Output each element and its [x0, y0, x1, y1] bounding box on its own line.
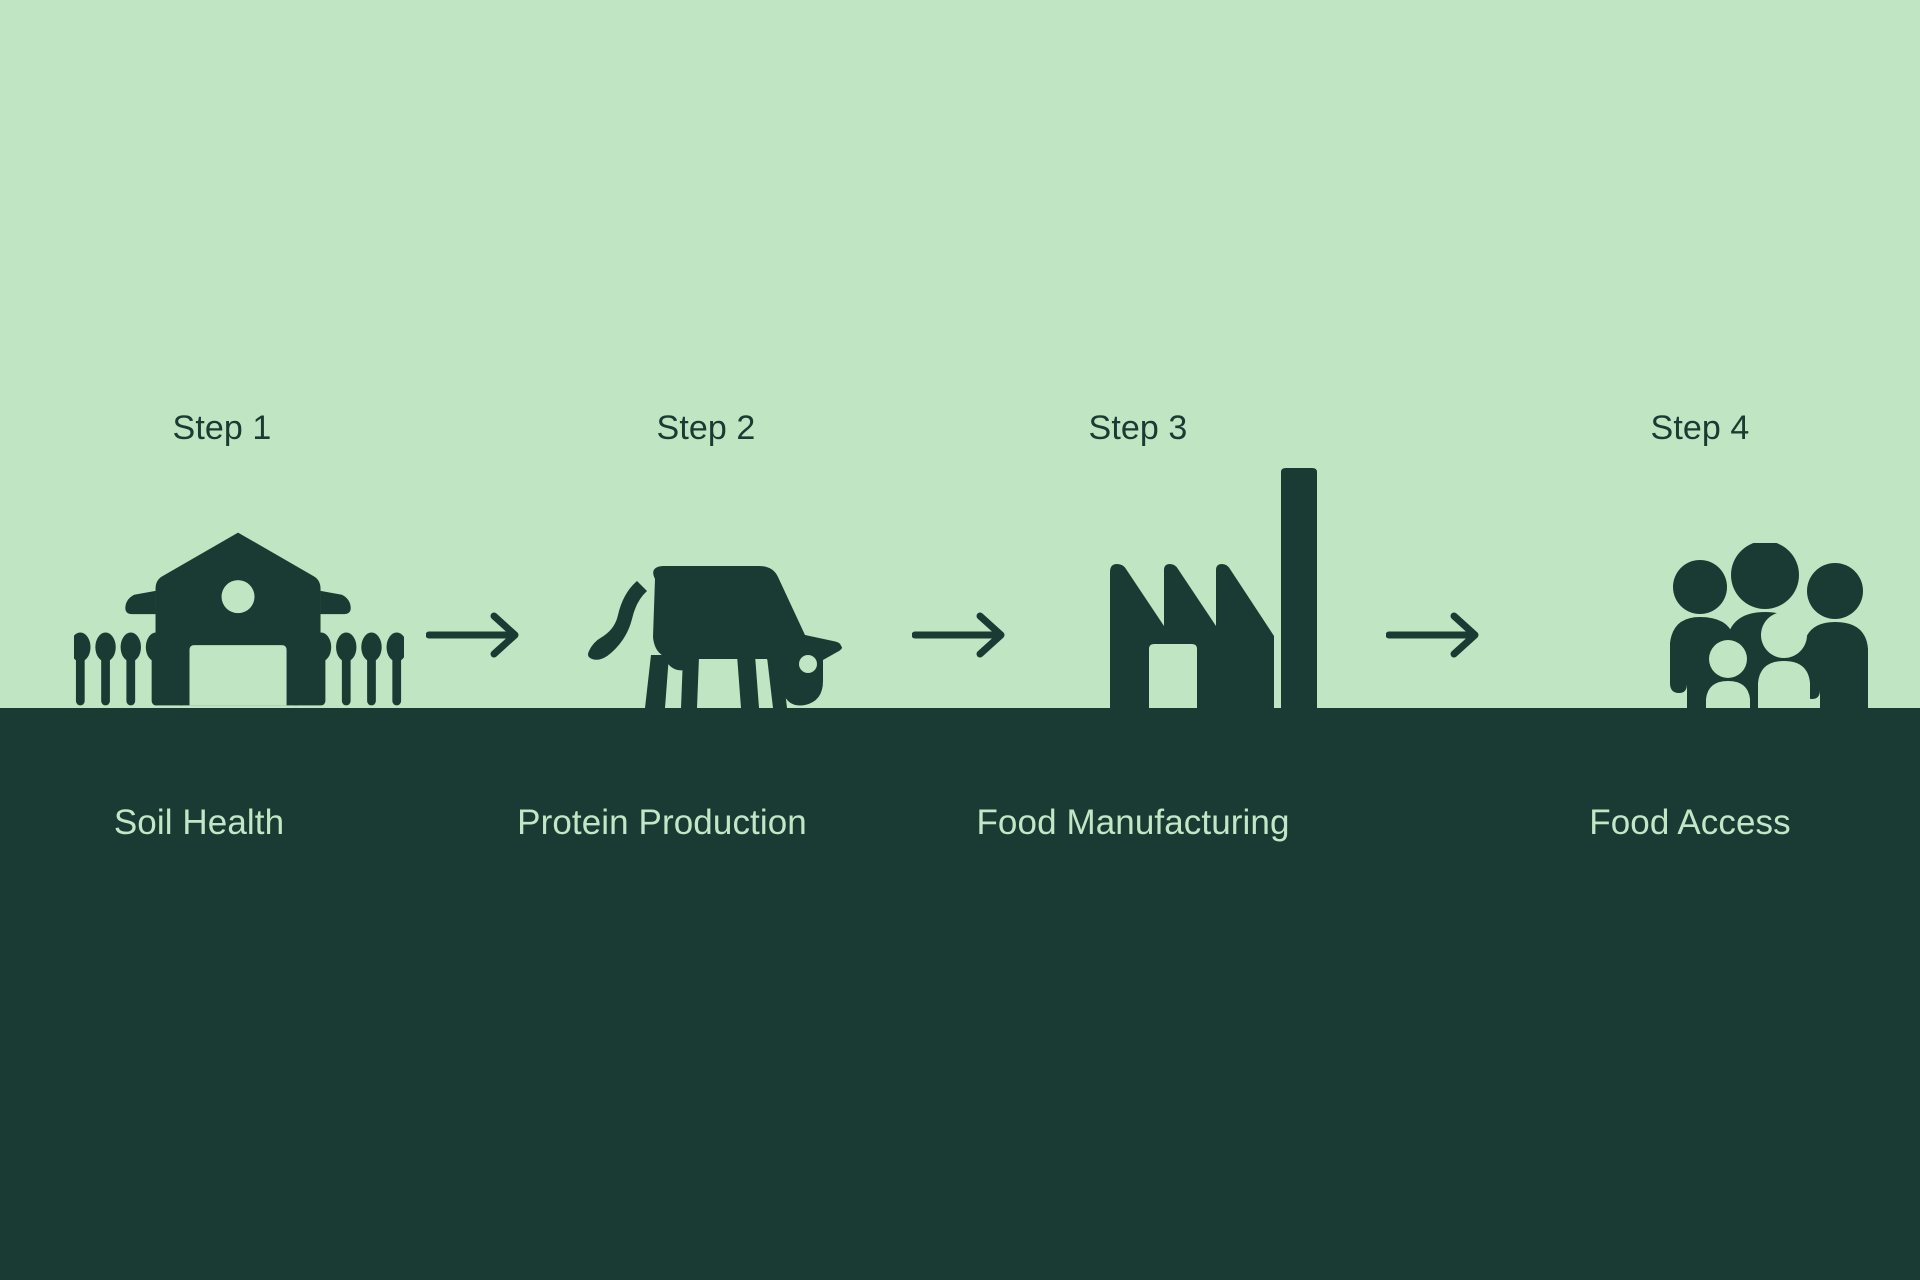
- step-2-label: Protein Production: [517, 803, 807, 842]
- step-3[interactable]: Step 3 Food Manufacturing: [938, 0, 1317, 1280]
- step-4-number: Step 4: [1650, 409, 1750, 447]
- step-3-label: Food Manufacturing: [976, 803, 1290, 842]
- step-1[interactable]: Step 1: [74, 0, 422, 1280]
- step-3-number: Step 3: [1088, 409, 1188, 447]
- factory-icon: [1048, 468, 1378, 708]
- step-4-label: Food Access: [1589, 803, 1791, 842]
- grazing-cow-icon: [562, 563, 892, 708]
- step-1-label: Soil Health: [113, 803, 285, 842]
- barn-icon: [74, 528, 404, 708]
- step-2[interactable]: Step 2: [517, 0, 875, 1280]
- arrow-step1-to-step2-icon: [426, 608, 526, 662]
- step-4[interactable]: Step 4: [1329, 0, 1868, 1280]
- step-1-number: Step 1: [172, 409, 272, 447]
- arrow-step3-to-step4-icon: [1386, 608, 1486, 662]
- ground-band: [0, 708, 1920, 1280]
- family-group-icon: [1601, 543, 1920, 708]
- arrow-step2-to-step3-icon: [912, 608, 1012, 662]
- step-2-number: Step 2: [656, 409, 756, 447]
